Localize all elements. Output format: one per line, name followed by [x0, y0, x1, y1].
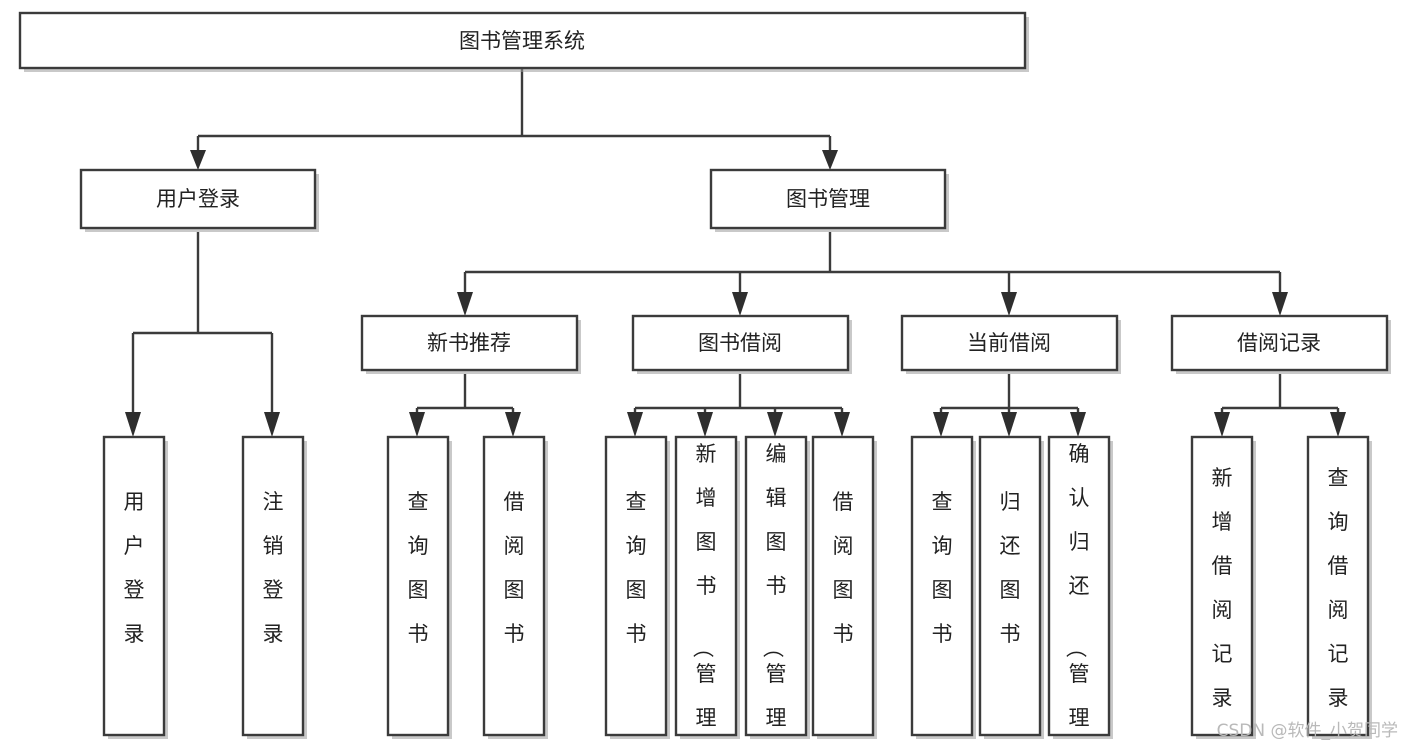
node-leaf-2[interactable]: 注销登录 [241, 435, 307, 739]
node-leaf-10-box [978, 435, 1042, 737]
node-leaf-1-box [102, 435, 166, 737]
node-leaf-5-label: 查询图书 [626, 490, 647, 646]
arrow-head-leaf-6 [697, 412, 713, 437]
node-borrow-record-box [1170, 314, 1389, 372]
node-leaf-4-box [482, 435, 546, 737]
arrow-head-leaf-13 [1330, 412, 1346, 437]
arrow-head-leaf-4 [505, 412, 521, 437]
node-current-borrow-box [900, 314, 1119, 372]
node-leaf-4[interactable]: 借阅图书 [482, 435, 548, 739]
node-user-login-label: 用户登录 [156, 187, 240, 211]
node-current-borrow[interactable]: 当前借阅 [900, 314, 1121, 374]
arrow-head-leaf-3 [409, 412, 425, 437]
node-leaf-4-label: 借阅图书 [504, 490, 525, 646]
node-leaf-2-label: 注销登录 [263, 490, 284, 646]
node-leaf-3[interactable]: 查询图书 [386, 435, 452, 739]
node-root-label: 图书管理系统 [459, 29, 585, 53]
leaf-nodes: 用户登录 注销登录 查询图书 借阅图书 查询图书 新增图书（管理员） [102, 435, 1372, 747]
node-book-borrow[interactable]: 图书借阅 [631, 314, 852, 374]
watermark-text: CSDN @软件_小贺同学 [1217, 721, 1398, 741]
node-leaf-11-label: 确认归还（管理员） [1064, 442, 1090, 747]
arrow-head-leaf-5 [627, 412, 643, 437]
node-leaf-3-box [386, 435, 450, 737]
node-leaf-1-label: 用户登录 [124, 490, 145, 646]
node-leaf-6-box [674, 435, 738, 737]
node-leaf-10-label: 归还图书 [1000, 490, 1021, 646]
node-leaf-9-label: 查询图书 [932, 490, 953, 646]
node-leaf-8[interactable]: 借阅图书 [811, 435, 877, 739]
node-leaf-12[interactable]: 新增借阅记录 [1190, 435, 1256, 739]
arrow-head-bookmanage [822, 150, 838, 170]
node-root[interactable]: 图书管理系统 [18, 11, 1029, 72]
node-book-borrow-box [631, 314, 850, 372]
arrow-head-new-book-rec [457, 292, 473, 316]
node-leaf-9[interactable]: 查询图书 [910, 435, 976, 739]
node-book-manage[interactable]: 图书管理 [709, 168, 949, 232]
node-current-borrow-label: 当前借阅 [967, 331, 1051, 355]
node-root-box [18, 11, 1027, 70]
node-user-login-box [79, 168, 317, 230]
node-leaf-11[interactable]: 确认归还（管理员） [1047, 435, 1113, 747]
arrow-head-leaf-7 [767, 412, 783, 437]
arrow-head-current-borrow [1001, 292, 1017, 316]
node-leaf-11-box [1047, 435, 1111, 737]
arrow-head-leaf-1 [125, 412, 141, 437]
arrow-head-leaf-12 [1214, 412, 1230, 437]
arrow-head-leaf-8 [834, 412, 850, 437]
node-leaf-2-box [241, 435, 305, 737]
node-leaf-1[interactable]: 用户登录 [102, 435, 168, 739]
node-borrow-record[interactable]: 借阅记录 [1170, 314, 1391, 374]
node-leaf-6[interactable]: 新增图书（管理员） [674, 435, 740, 747]
node-book-manage-label: 图书管理 [786, 187, 870, 211]
node-book-borrow-label: 图书借阅 [698, 331, 782, 355]
node-leaf-9-box [910, 435, 974, 737]
edge-layer [125, 68, 1346, 437]
arrow-head-leaf-2 [264, 412, 280, 437]
arrow-head-leaf-9 [933, 412, 949, 437]
node-borrow-record-label: 借阅记录 [1237, 331, 1321, 355]
node-book-manage-box [709, 168, 947, 230]
node-leaf-3-label: 查询图书 [408, 490, 429, 646]
node-leaf-10[interactable]: 归还图书 [978, 435, 1044, 739]
node-leaf-5-box [604, 435, 668, 737]
node-leaf-13-label: 查询借阅记录 [1328, 466, 1349, 710]
node-leaf-8-label: 借阅图书 [833, 490, 854, 646]
node-leaf-12-box [1190, 435, 1254, 737]
node-new-book-rec-label: 新书推荐 [427, 331, 511, 355]
node-leaf-6-label: 新增图书（管理员） [691, 442, 717, 747]
node-new-book-rec-box [360, 314, 579, 372]
arrow-head-leaf-10 [1001, 412, 1017, 437]
arrow-head-leaf-11 [1070, 412, 1086, 437]
node-leaf-12-label: 新增借阅记录 [1212, 466, 1233, 710]
node-leaf-13-box [1306, 435, 1370, 737]
arrow-head-userlogin [190, 150, 206, 170]
node-leaf-8-box [811, 435, 875, 737]
node-leaf-7[interactable]: 编辑图书（管理员） [744, 435, 810, 747]
arrow-head-book-borrow [732, 292, 748, 316]
node-new-book-rec[interactable]: 新书推荐 [360, 314, 581, 374]
node-user-login[interactable]: 用户登录 [79, 168, 319, 232]
node-leaf-5[interactable]: 查询图书 [604, 435, 670, 739]
node-leaf-7-label: 编辑图书（管理员） [761, 442, 787, 747]
node-leaf-13[interactable]: 查询借阅记录 [1306, 435, 1372, 739]
node-leaf-7-box [744, 435, 808, 737]
arrow-head-borrow-record [1272, 292, 1288, 316]
